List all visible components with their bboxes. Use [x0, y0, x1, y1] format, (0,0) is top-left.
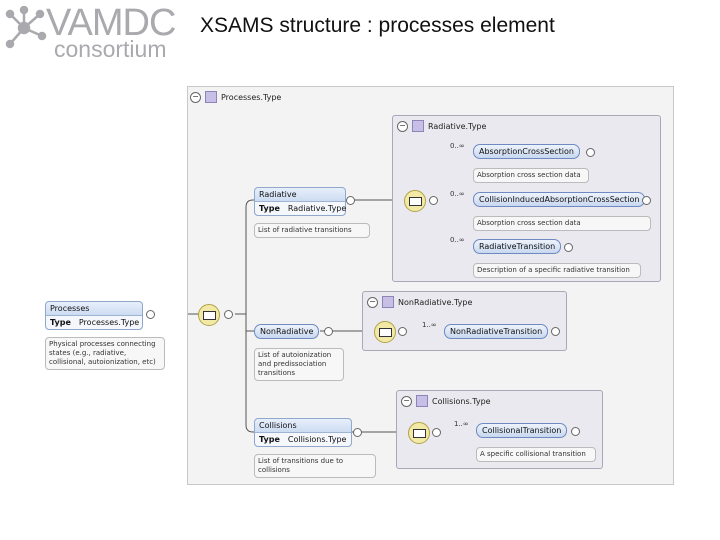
nonradiative-doc: List of autoionization and predissociati…	[254, 348, 344, 381]
sequence-compositor-icon[interactable]	[374, 321, 396, 343]
expand-icon[interactable]	[586, 148, 595, 157]
radiative-type-header: − Radiative.Type	[397, 119, 486, 133]
radiative-element[interactable]: Radiative Type Radiative.Type	[254, 187, 346, 216]
processes-type-label: Processes.Type	[221, 92, 282, 102]
element-name: Processes	[46, 302, 142, 316]
absorption-doc: Absorption cross section data	[473, 168, 589, 183]
complex-type-icon	[412, 120, 424, 132]
type-key: Type	[259, 435, 280, 444]
expand-icon[interactable]	[551, 327, 560, 336]
collapse-icon[interactable]	[432, 428, 441, 437]
vamdc-logo: VAMDC consortium	[2, 2, 182, 64]
molecule-logo-icon	[5, 6, 47, 49]
sequence-compositor-icon[interactable]	[198, 304, 220, 326]
nonradiative-type-panel: − NonRadiative.Type	[362, 291, 567, 351]
cardinality-label: 0..∞	[450, 142, 465, 150]
sequence-compositor-icon[interactable]	[408, 422, 430, 444]
collisional-transition-doc: A specific collisional transition	[476, 447, 596, 462]
collapse-icon[interactable]: −	[397, 120, 408, 132]
collisions-type-label: Collisions.Type	[432, 396, 491, 406]
absorption-cross-section-element[interactable]: AbsorptionCrossSection	[473, 144, 580, 159]
collapse-icon[interactable]	[429, 196, 438, 205]
radiative-transition-doc: Description of a specific radiative tran…	[473, 263, 641, 278]
collapse-icon[interactable]: −	[190, 91, 201, 103]
nonradiative-element[interactable]: NonRadiative	[254, 324, 320, 339]
cardinality-label: 0..∞	[450, 236, 465, 244]
page-title: XSAMS structure : processes element	[200, 14, 555, 37]
nonradiative-transition-element[interactable]: NonRadiativeTransition	[444, 324, 549, 339]
complex-type-icon	[416, 395, 428, 407]
radiative-type-label: Radiative.Type	[428, 121, 487, 131]
logo-wordmark: VAMDC	[46, 2, 176, 44]
nonradiative-type-header: − NonRadiative.Type	[367, 295, 472, 309]
cardinality-label: 0..∞	[450, 190, 465, 198]
type-key: Type	[50, 318, 71, 327]
collisions-doc: List of transitions due to collisions	[254, 454, 376, 478]
collision-induced-doc: Absorption cross section data	[473, 216, 651, 231]
type-value: Collisions.Type	[287, 435, 347, 444]
collision-induced-absorption-element[interactable]: CollisionInducedAbsorptionCrossSection	[473, 192, 646, 207]
logo-subtitle: consortium	[54, 36, 167, 62]
element-name: Radiative	[255, 188, 345, 202]
expand-icon[interactable]	[353, 428, 362, 437]
expand-icon[interactable]	[346, 196, 355, 205]
collisional-transition-element[interactable]: CollisionalTransition	[476, 423, 568, 438]
nonradiative-type-label: NonRadiative.Type	[398, 297, 473, 307]
type-value: Processes.Type	[78, 318, 140, 327]
element-type: Type Processes.Type	[46, 316, 142, 329]
collisions-element[interactable]: Collisions Type Collisions.Type	[254, 418, 352, 447]
type-value: Radiative.Type	[287, 204, 347, 213]
collapse-icon[interactable]	[224, 310, 233, 319]
expand-icon[interactable]	[571, 427, 580, 436]
element-type: Type Radiative.Type	[255, 202, 347, 215]
collapse-icon[interactable]	[398, 327, 407, 336]
expand-icon[interactable]	[564, 243, 573, 252]
radiative-transition-element[interactable]: RadiativeTransition	[473, 239, 562, 254]
cardinality-label: 1..∞	[422, 321, 437, 329]
element-name: Collisions	[255, 419, 351, 433]
processes-doc: Physical processes connecting states (e.…	[45, 337, 165, 370]
element-type: Type Collisions.Type	[255, 433, 351, 446]
complex-type-icon	[382, 296, 394, 308]
type-key: Type	[259, 204, 280, 213]
collisions-type-header: − Collisions.Type	[401, 394, 491, 408]
expand-icon[interactable]	[146, 310, 155, 319]
processes-element[interactable]: Processes Type Processes.Type	[45, 301, 143, 330]
sequence-compositor-icon[interactable]	[404, 190, 426, 212]
expand-icon[interactable]	[324, 327, 333, 336]
collapse-icon[interactable]: −	[367, 296, 378, 308]
radiative-doc: List of radiative transitions	[254, 223, 370, 238]
expand-icon[interactable]	[642, 196, 651, 205]
cardinality-label: 1..∞	[454, 420, 469, 428]
processes-type-header: − Processes.Type	[190, 90, 281, 104]
collapse-icon[interactable]: −	[401, 395, 412, 407]
schema-diagram: − Processes.Type − Radiative.Type	[45, 86, 674, 485]
complex-type-icon	[205, 91, 217, 103]
